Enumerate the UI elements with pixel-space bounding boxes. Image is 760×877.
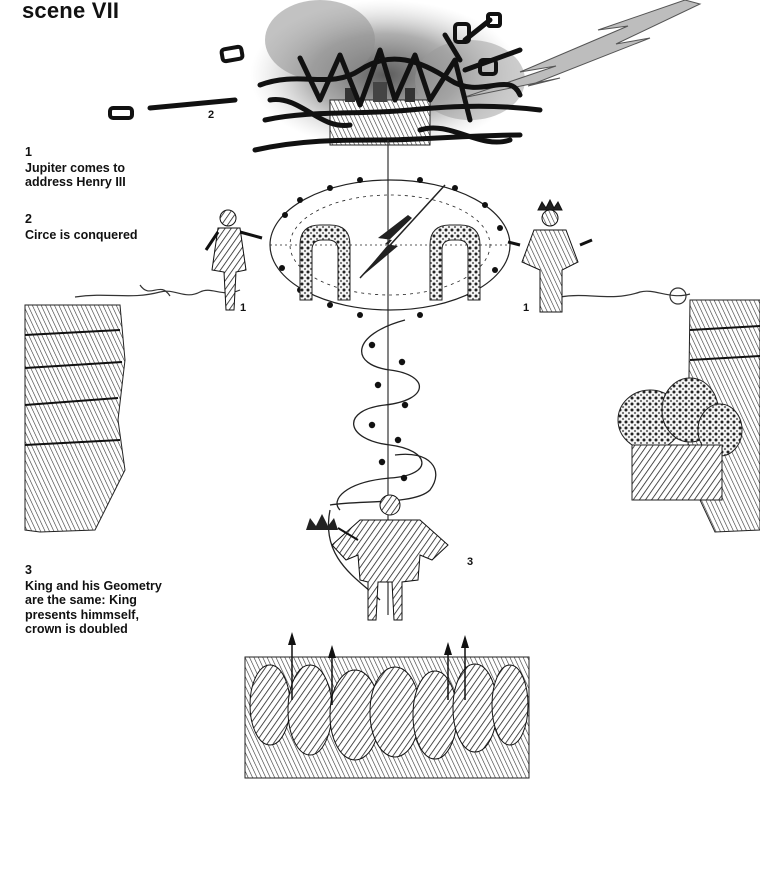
note-2-line-1: Circe is conquered xyxy=(25,227,138,242)
crown-icon xyxy=(306,514,359,541)
label-top-2: 2 xyxy=(208,109,215,121)
scene-title: scene VII xyxy=(22,0,120,23)
label-king-3: 3 xyxy=(467,556,474,568)
note-1-number: 1 xyxy=(25,145,32,159)
audience-left xyxy=(24,304,126,533)
label-right-figure-1: 1 xyxy=(523,302,530,314)
scribble-box-top xyxy=(219,44,245,64)
scribble-box-right-1 xyxy=(453,22,471,44)
note-1-line-2: address Henry III xyxy=(25,175,126,189)
scribble-box-left xyxy=(108,106,134,120)
note-1-line-1: Jupiter comes to xyxy=(25,160,126,175)
note-3-line-4: crown is doubled xyxy=(25,622,128,636)
arbor-right xyxy=(429,224,481,301)
king-figure xyxy=(331,494,449,621)
flourish-left xyxy=(74,284,241,298)
note-3-line-3: presents himmself, xyxy=(25,607,139,622)
jupiter-figure xyxy=(204,209,263,311)
note-3-line-2: are the same: King xyxy=(25,593,137,607)
note-3-number: 3 xyxy=(25,563,32,577)
note-2-number: 2 xyxy=(25,212,32,226)
scribble-box-right-3 xyxy=(486,12,502,28)
note-2: 2 Circe is conquered xyxy=(25,212,138,242)
ribbon-notes xyxy=(368,341,409,482)
note-1: 1 Jupiter comes to address Henry III xyxy=(25,145,126,190)
lightning-bolt-icon xyxy=(359,184,446,279)
henry-figure xyxy=(507,198,593,313)
garden-trees xyxy=(617,377,743,501)
flourish-right xyxy=(559,287,691,305)
note-3: 3 King and his Geometry are the same: Ki… xyxy=(25,563,162,637)
note-3-line-1: King and his Geometry xyxy=(25,578,162,593)
storm-scribbles xyxy=(147,17,543,153)
scribble-box-right-2 xyxy=(478,58,498,76)
bottom-crowd xyxy=(244,632,530,779)
arbor-left xyxy=(299,224,351,301)
label-left-figure-1: 1 xyxy=(240,302,247,314)
